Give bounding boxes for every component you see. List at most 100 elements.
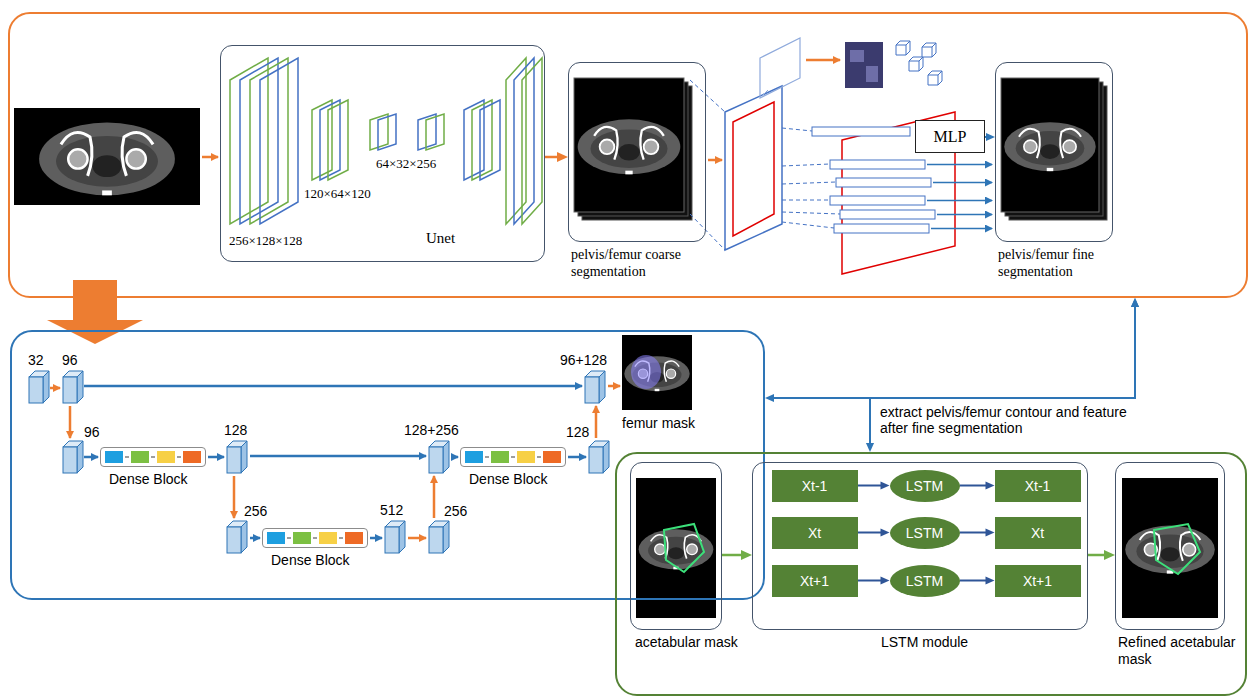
fine-image xyxy=(1001,78,1107,220)
unet-layers xyxy=(480,100,500,180)
caption-label: Dense Block xyxy=(469,471,569,488)
femur-mask-image xyxy=(622,335,692,410)
feature-cube xyxy=(227,521,247,553)
point-features xyxy=(937,214,992,216)
unet-layers xyxy=(230,58,268,224)
point-features xyxy=(782,222,834,228)
caption-label: Dense Block xyxy=(271,552,371,569)
state-box: Xt xyxy=(995,517,1081,549)
acetabular-image xyxy=(636,478,716,618)
point-features xyxy=(782,212,840,214)
image-box: pelvis/femur fine segmentation xyxy=(995,62,1113,242)
channel-number: 128+256 xyxy=(404,422,459,438)
state-box: Xt-1 xyxy=(772,470,858,502)
flow-arrow xyxy=(208,456,224,459)
connector xyxy=(960,528,995,536)
connector-line xyxy=(960,532,989,534)
lstm-cell: LSTM xyxy=(890,470,960,502)
stage-panel: acetabular maskLSTM moduleXt-1LSTMXt-1Xt… xyxy=(615,452,1247,696)
point-features xyxy=(782,128,812,131)
connector xyxy=(858,576,890,584)
ct-input-image xyxy=(14,108,200,205)
arrow-head xyxy=(881,576,890,584)
fine-image xyxy=(1004,122,1095,171)
feature-cube xyxy=(63,441,83,473)
connector xyxy=(545,152,568,162)
unet-box: 64×32×256120×64×120256×128×128Unet xyxy=(220,45,545,262)
femur-mask-image xyxy=(622,335,692,410)
unet-layers xyxy=(426,114,444,150)
dense-layers xyxy=(465,451,483,463)
dense-layers xyxy=(105,451,561,544)
acetabular-image xyxy=(664,524,704,572)
channel-number: 96 xyxy=(84,424,100,440)
node-label: LSTM xyxy=(906,478,943,494)
unet-layers xyxy=(464,100,484,180)
feature-plane xyxy=(850,50,864,62)
dense-block: Dense Block xyxy=(262,528,368,548)
channel-number: 128 xyxy=(566,424,589,440)
point-features xyxy=(931,228,992,230)
feature-cube xyxy=(429,441,449,473)
dense-layers xyxy=(543,451,561,463)
arrow-head xyxy=(741,550,752,560)
arrow-head xyxy=(1131,298,1139,307)
unet-layers xyxy=(260,58,298,224)
arrow-head xyxy=(986,133,995,141)
channel-number: 32 xyxy=(28,352,44,368)
channel-number: 256 xyxy=(244,503,267,519)
refined-image xyxy=(1122,478,1218,618)
dense-layers xyxy=(157,451,175,463)
state-box: Xt+1 xyxy=(995,565,1081,597)
channel-number: 96 xyxy=(62,352,78,368)
refined-image xyxy=(1154,524,1200,574)
feature-plane xyxy=(866,66,878,82)
arrow-head xyxy=(1104,550,1115,560)
dense-layers xyxy=(491,451,509,463)
flow-arrow xyxy=(233,476,236,518)
flow-arrow xyxy=(50,386,620,538)
node-label: Xt-1 xyxy=(1025,478,1051,494)
connector xyxy=(765,298,1139,402)
ct-input-image xyxy=(39,123,175,196)
connector-line xyxy=(858,580,884,582)
unet-layers xyxy=(378,114,396,150)
refined-image xyxy=(1122,478,1218,618)
unet-layers xyxy=(506,58,526,224)
feature-plane xyxy=(845,42,883,88)
image-box: femur mask xyxy=(622,335,692,410)
image-box: Refined acetabular mask xyxy=(1115,462,1225,630)
unet-layers xyxy=(250,58,288,224)
connector xyxy=(858,481,890,489)
point-features xyxy=(812,127,910,136)
feature-cube xyxy=(429,521,449,553)
state-box: Xt+1 xyxy=(772,565,858,597)
arrow-head xyxy=(1131,298,1139,307)
dense-layers xyxy=(267,532,285,544)
node-label: Xt xyxy=(1031,525,1044,541)
point-features xyxy=(834,224,929,233)
node-label: Xt+1 xyxy=(800,573,829,589)
connector xyxy=(1088,550,1115,560)
lstm-cell: LSTM xyxy=(890,565,960,597)
feature-cube xyxy=(589,441,609,473)
point-features xyxy=(927,200,992,202)
fine-image xyxy=(1001,78,1099,212)
feature-cube xyxy=(227,441,247,473)
unet-layers xyxy=(472,100,492,180)
unet-layers xyxy=(230,58,542,224)
coarse-image xyxy=(574,78,684,212)
arrow-head xyxy=(881,481,890,489)
dense-layers xyxy=(105,451,123,463)
flow-arrow xyxy=(370,537,382,540)
state-box: Xt xyxy=(772,517,858,549)
feature-plane xyxy=(690,80,725,112)
flow-arrow xyxy=(568,456,586,459)
state-box: Xt-1 xyxy=(995,470,1081,502)
connector-line xyxy=(722,554,744,557)
image-box: pelvis/femur coarse segmentation xyxy=(568,62,706,242)
stage-panel: femur maskDense BlockDense BlockDense Bl… xyxy=(10,330,765,600)
feature-plane xyxy=(733,102,774,236)
feature-plane xyxy=(760,38,800,98)
dense-layers xyxy=(293,532,311,544)
